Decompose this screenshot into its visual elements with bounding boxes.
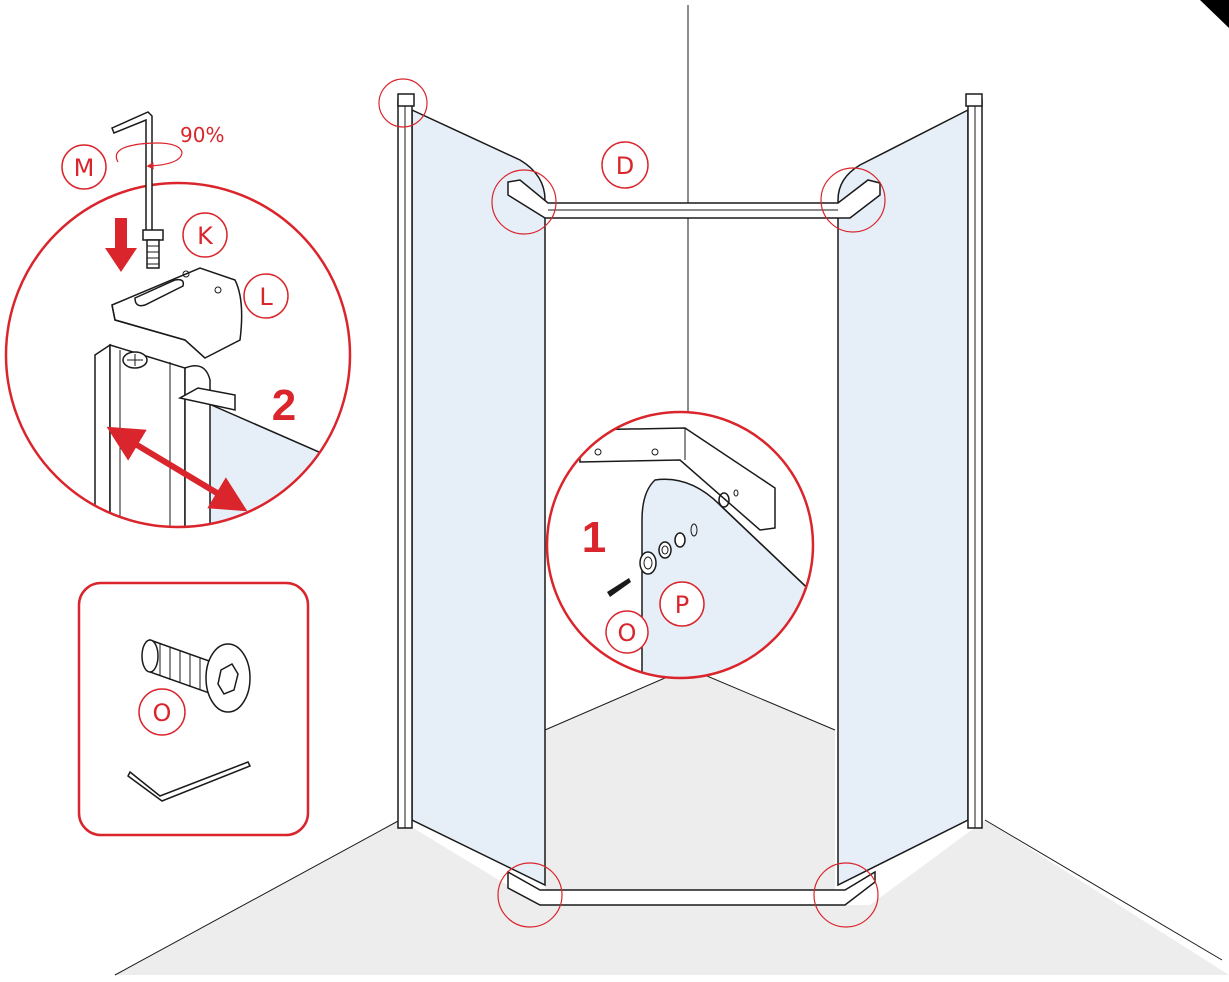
countersunk-screw-icon [141,638,251,713]
callout-m-circle [61,144,107,190]
bolt-icon [142,229,164,269]
direction-arrow-icon [106,426,248,512]
step-number-1: 1 [582,513,606,562]
rotation-arrow-icon [115,142,183,170]
callout-k-label: K [197,222,214,250]
down-arrow-icon [105,218,137,272]
left-glass-panel [397,93,546,887]
callout-d-circle [601,141,649,189]
floor [114,667,1229,976]
page-corner-mark [1200,0,1229,28]
callout-p-circle [659,581,705,627]
callout-m-label: M [74,154,95,182]
highlight-bottom-right [813,862,879,928]
highlight-rail-left [491,169,557,235]
parts-box: O [77,581,310,837]
callout-o-box-circle [138,688,186,736]
highlight-bottom-left [497,862,563,928]
highlight-rail-right [820,167,886,233]
callout-p-label: P [675,591,689,619]
detail-circle-step2 [4,181,352,529]
callout-o-box-label: O [153,699,172,727]
small-screw-icon [607,578,631,597]
callout-k-circle [182,212,228,258]
step-number-2: 2 [272,381,296,430]
hex-key-icon [127,761,252,802]
callout-o-detail-label: O [618,619,637,647]
callout-o-detail-circle [605,610,649,654]
callout-l-label: L [259,283,273,311]
highlight-top-left-corner [378,78,428,128]
callout-l-circle [243,273,289,319]
right-glass-panel [837,93,983,887]
callout-d-label: D [616,152,634,180]
rotation-angle-text: 90% [180,123,224,147]
